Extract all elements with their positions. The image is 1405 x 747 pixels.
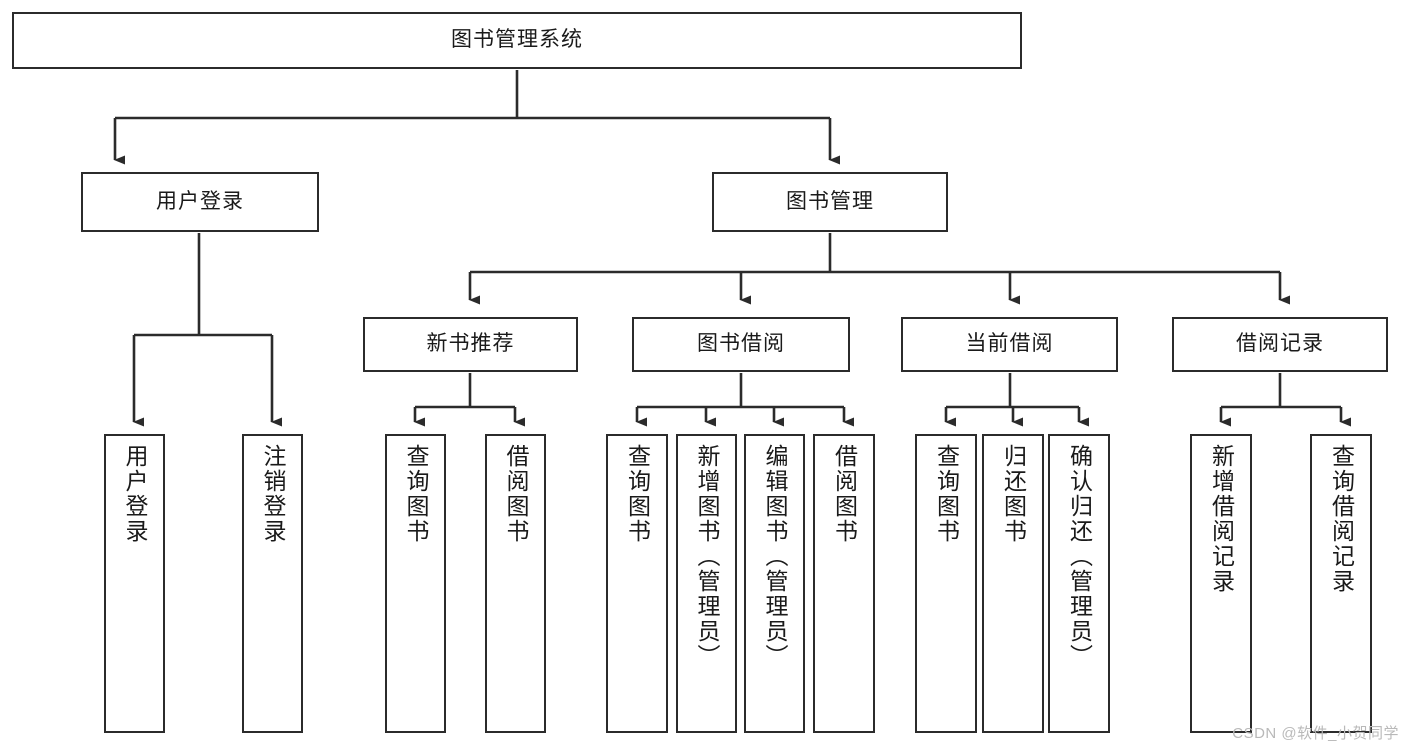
node-book-borrow-label: 图书借阅 [697,332,785,356]
node-leaf-return-book[interactable]: 归还图书 [982,434,1044,733]
node-leaf-edit-book-label: 编辑图书（管理员） [762,444,788,669]
node-leaf-borrow-book-2[interactable]: 借阅图书 [813,434,875,733]
node-root[interactable]: 图书管理系统 [12,12,1022,69]
node-borrow-record[interactable]: 借阅记录 [1172,317,1388,372]
node-new-book-rec-label: 新书推荐 [426,332,515,356]
node-book-manage[interactable]: 图书管理 [712,172,948,232]
node-book-manage-label: 图书管理 [786,189,874,213]
node-leaf-add-book[interactable]: 新增图书（管理员） [676,434,737,733]
node-leaf-query-book-2[interactable]: 查询图书 [606,434,668,733]
node-user-login[interactable]: 用户登录 [81,172,319,232]
node-borrow-record-label: 借阅记录 [1236,332,1324,356]
node-root-label: 图书管理系统 [451,28,583,52]
node-book-borrow[interactable]: 图书借阅 [632,317,850,372]
node-leaf-add-book-label: 新增图书（管理员） [694,444,720,669]
node-leaf-query-book-3-label: 查询图书 [933,444,960,544]
node-leaf-logout-login-label: 注销登录 [260,444,286,544]
node-leaf-query-record[interactable]: 查询借阅记录 [1310,434,1372,733]
node-current-borrow-label: 当前借阅 [965,332,1054,356]
node-leaf-confirm-return-label: 确认归还（管理员） [1066,444,1093,669]
node-leaf-borrow-book-1-label: 借阅图书 [503,444,529,544]
node-leaf-query-book-3[interactable]: 查询图书 [915,434,977,733]
node-leaf-query-book-1[interactable]: 查询图书 [385,434,446,733]
node-current-borrow[interactable]: 当前借阅 [901,317,1118,372]
node-new-book-rec[interactable]: 新书推荐 [363,317,578,372]
node-user-login-label: 用户登录 [156,189,244,213]
node-leaf-user-login-label: 用户登录 [122,444,148,544]
node-leaf-query-book-2-label: 查询图书 [624,444,651,544]
node-leaf-query-book-1-label: 查询图书 [403,444,429,544]
node-leaf-edit-book[interactable]: 编辑图书（管理员） [744,434,805,733]
node-leaf-confirm-return[interactable]: 确认归还（管理员） [1048,434,1110,733]
node-leaf-return-book-label: 归还图书 [1000,444,1027,544]
watermark: CSDN @软件_小贺同学 [1232,725,1399,742]
node-leaf-borrow-book-2-label: 借阅图书 [831,444,858,544]
node-leaf-add-record-label: 新增借阅记录 [1208,444,1235,594]
node-leaf-borrow-book-1[interactable]: 借阅图书 [485,434,546,733]
node-leaf-user-login[interactable]: 用户登录 [104,434,165,733]
node-leaf-add-record[interactable]: 新增借阅记录 [1190,434,1252,733]
node-leaf-query-record-label: 查询借阅记录 [1328,444,1355,594]
node-leaf-logout-login[interactable]: 注销登录 [242,434,303,733]
